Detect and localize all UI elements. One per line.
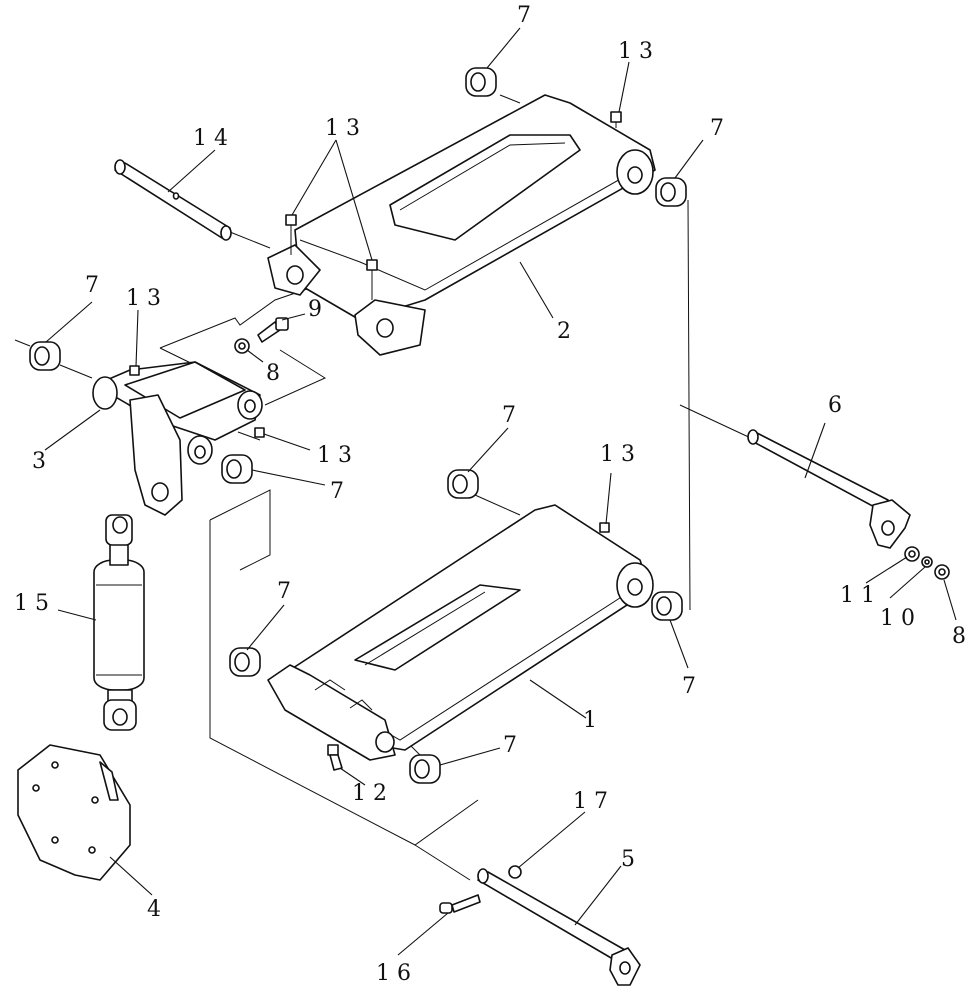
part-6-pin bbox=[747, 429, 911, 549]
label-7: 7 bbox=[330, 479, 344, 504]
label-13: 1 3 bbox=[600, 442, 635, 467]
part-1-lower-arm bbox=[267, 504, 654, 761]
label-1: 1 bbox=[583, 708, 597, 733]
label-10: 1 0 bbox=[880, 606, 915, 631]
grease-nipple-13d bbox=[129, 365, 140, 376]
label-6: 6 bbox=[828, 393, 842, 418]
bushing-d bbox=[221, 454, 253, 484]
nut-8a bbox=[234, 338, 250, 354]
part-5-pin bbox=[477, 868, 641, 986]
grease-nipple-13f bbox=[599, 522, 610, 533]
part-3-bracket bbox=[92, 361, 263, 516]
grease-nipple-13a bbox=[610, 111, 622, 128]
part-14-pin bbox=[114, 159, 232, 241]
fasteners bbox=[129, 111, 950, 914]
part-2-upper-arm bbox=[267, 94, 656, 356]
grease-fitting-12 bbox=[327, 744, 343, 771]
label-13: 1 3 bbox=[317, 443, 352, 468]
label-7: 7 bbox=[85, 273, 99, 298]
bushing-f bbox=[651, 591, 683, 621]
bushing-g bbox=[229, 647, 261, 677]
label-7: 7 bbox=[503, 733, 517, 758]
grease-nipple-13b bbox=[285, 214, 297, 255]
washer-11 bbox=[904, 546, 920, 562]
part-4-plate bbox=[17, 744, 131, 881]
label-7: 7 bbox=[710, 116, 724, 141]
bushings-7 bbox=[29, 67, 687, 784]
label-5: 5 bbox=[621, 847, 635, 872]
label-13: 1 3 bbox=[325, 116, 360, 141]
bolt-9 bbox=[257, 317, 289, 343]
label-8: 8 bbox=[266, 361, 280, 386]
label-2: 2 bbox=[557, 319, 571, 344]
bushing-a bbox=[465, 67, 497, 97]
washer-10 bbox=[921, 556, 933, 568]
nut-8b bbox=[934, 564, 950, 580]
bushing-b bbox=[655, 177, 687, 207]
bushing-e bbox=[447, 469, 479, 499]
part-labels: 7 1 3 7 1 4 1 3 7 1 3 9 2 8 3 1 3 7 6 7 … bbox=[14, 3, 966, 986]
leader-lines bbox=[44, 27, 957, 956]
label-9: 9 bbox=[308, 297, 322, 322]
grease-nipple-13e bbox=[254, 427, 265, 438]
label-7: 7 bbox=[517, 3, 531, 28]
bolt-16 bbox=[439, 894, 481, 914]
label-11: 1 1 bbox=[840, 583, 875, 608]
part-15-cylinder bbox=[93, 514, 145, 731]
label-12: 1 2 bbox=[352, 781, 387, 806]
label-7: 7 bbox=[502, 403, 516, 428]
bushing-c bbox=[29, 341, 61, 371]
label-16: 1 6 bbox=[376, 961, 411, 986]
nut-17 bbox=[508, 865, 522, 879]
label-14: 1 4 bbox=[193, 126, 228, 151]
label-3: 3 bbox=[32, 449, 46, 474]
label-4: 4 bbox=[147, 897, 161, 922]
label-8: 8 bbox=[952, 624, 966, 649]
label-15: 1 5 bbox=[14, 591, 49, 616]
label-17: 1 7 bbox=[573, 789, 608, 814]
label-7: 7 bbox=[277, 579, 291, 604]
label-13: 1 3 bbox=[618, 39, 653, 64]
label-13: 1 3 bbox=[126, 286, 161, 311]
bushing-h bbox=[409, 754, 441, 784]
assembly-lines bbox=[14, 94, 756, 881]
label-7: 7 bbox=[682, 674, 696, 699]
